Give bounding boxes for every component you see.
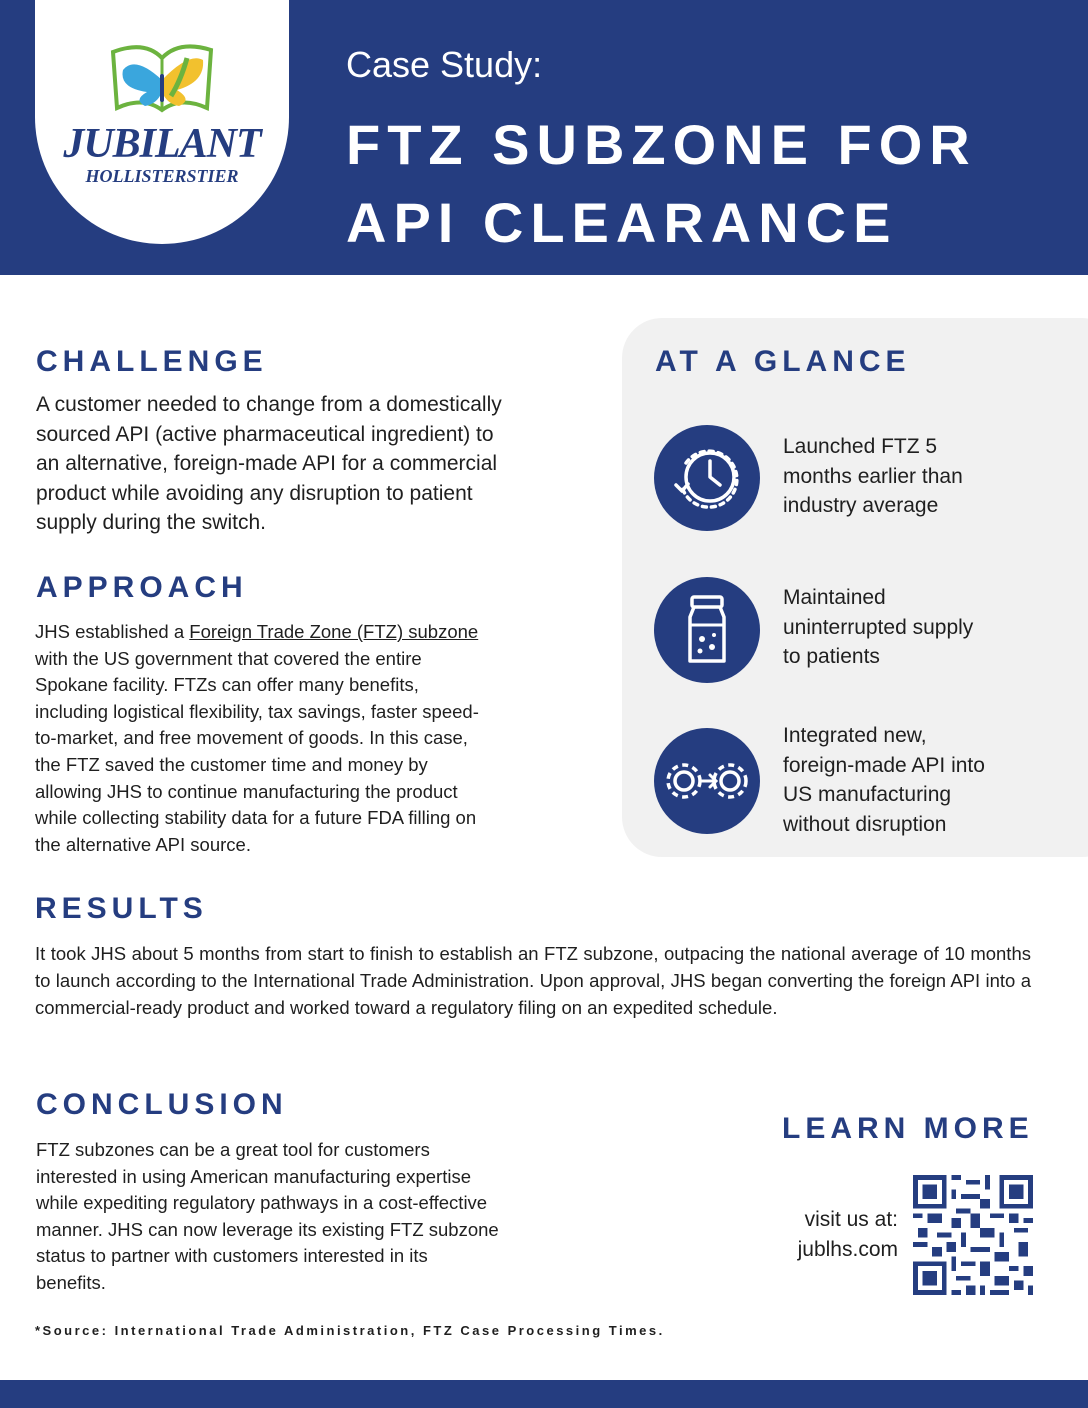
glance-heading: AT A GLANCE — [655, 345, 911, 378]
approach-line: with the US government that covered the … — [35, 647, 422, 669]
butterfly-book-logo-icon — [110, 44, 214, 113]
approach-intro: JHS established a — [35, 621, 190, 642]
visit-block: visit us at: jublhs.com — [770, 1205, 898, 1265]
glance-line: foreign-made API into — [783, 753, 985, 777]
glance-line: US manufacturing — [783, 783, 952, 806]
results-heading: RESULTS — [35, 892, 208, 925]
company-logo: JUBILANT HOLLISTERSTIER — [35, 0, 289, 244]
glance-item-1: Launched FTZ 5 months earlier than indus… — [783, 432, 1043, 521]
page-title: FTZ SUBZONE FOR API CLEARANCE — [346, 106, 977, 262]
ftz-subzone-link[interactable]: Foreign Trade Zone (FTZ) subzone — [189, 621, 479, 642]
qr-code-icon[interactable] — [913, 1175, 1033, 1295]
conclusion-heading: CONCLUSION — [36, 1088, 288, 1121]
glance-line: to patients — [783, 645, 880, 668]
vial-icon — [654, 577, 760, 683]
learn-more-heading: LEARN MORE — [782, 1112, 1034, 1145]
glance-line: Integrated new, — [783, 724, 927, 747]
challenge-text: A customer needed to change from a domes… — [36, 390, 596, 538]
glance-item-2: Maintained uninterrupted supply to patie… — [783, 583, 1043, 672]
conclusion-line: status to partner with customers interes… — [36, 1245, 428, 1267]
approach-line: while collecting stability data for a fu… — [35, 807, 477, 829]
title-line-1: FTZ SUBZONE FOR — [346, 113, 977, 176]
case-study-kicker: Case Study: — [346, 44, 543, 85]
glance-line: Launched FTZ 5 — [783, 435, 938, 458]
challenge-heading: CHALLENGE — [36, 345, 268, 378]
approach-line: the alternative API source. — [35, 833, 251, 855]
logo-wordmark: JUBILANT — [63, 121, 261, 167]
approach-line: including logistical flexibility, tax sa… — [35, 700, 479, 722]
challenge-line: an alternative, foreign-made API for a c… — [36, 452, 498, 475]
glance-item-3: Integrated new, foreign-made API into US… — [783, 721, 1043, 839]
glance-line: industry average — [783, 494, 939, 517]
challenge-line: supply during the switch. — [36, 511, 266, 534]
approach-line: allowing JHS to continue manufacturing t… — [35, 780, 458, 802]
website-link[interactable]: jublhs.com — [797, 1238, 898, 1261]
challenge-line: A customer needed to change from a domes… — [36, 393, 502, 416]
glance-line: Maintained — [783, 586, 886, 609]
approach-line: the FTZ saved the customer time and mone… — [35, 753, 428, 775]
results-text: It took JHS about 5 months from start to… — [35, 943, 1031, 1018]
visit-label: visit us at: — [804, 1208, 898, 1231]
glance-line: without disruption — [783, 812, 947, 836]
glance-line: months earlier than — [783, 464, 963, 488]
challenge-line: product while avoiding any disruption to… — [36, 481, 473, 505]
logo-subwordmark: HOLLISTERSTIER — [85, 166, 239, 186]
gears-icon — [654, 728, 760, 834]
approach-line: Spokane facility. FTZs can offer many be… — [35, 674, 419, 696]
challenge-line: sourced API (active pharmaceutical ingre… — [36, 422, 494, 446]
glance-line: uninterrupted supply — [783, 615, 974, 639]
approach-heading: APPROACH — [36, 571, 248, 604]
conclusion-line: manner. JHS can now leverage its existin… — [36, 1218, 499, 1240]
conclusion-line: while expediting regulatory pathways in … — [36, 1192, 488, 1214]
footer-bar — [0, 1380, 1088, 1408]
approach-text: JHS established a Foreign Trade Zone (FT… — [35, 619, 595, 858]
conclusion-line: benefits. — [36, 1271, 106, 1293]
conclusion-line: interested in using American manufacturi… — [36, 1165, 471, 1187]
conclusion-line: FTZ subzones can be a great tool for cus… — [36, 1139, 430, 1160]
title-line-2: API CLEARANCE — [346, 191, 898, 254]
approach-line: to-market, and free movement of goods. I… — [35, 727, 468, 749]
source-footnote: *Source: International Trade Administrat… — [35, 1323, 665, 1338]
header-banner: JUBILANT HOLLISTERSTIER Case Study: FTZ … — [0, 0, 1088, 275]
clock-icon — [654, 425, 760, 531]
conclusion-text: FTZ subzones can be a great tool for cus… — [36, 1137, 596, 1297]
